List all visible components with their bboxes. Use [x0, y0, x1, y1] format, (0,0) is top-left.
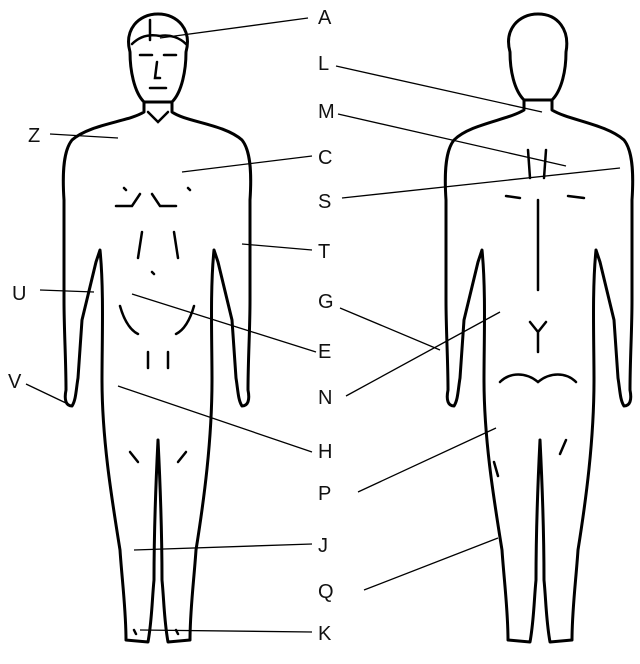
back-buttocks — [498, 320, 578, 384]
label-N: N — [318, 387, 332, 409]
front-head — [127, 12, 189, 104]
leader-K — [139, 629, 313, 633]
leader-Z — [49, 133, 119, 139]
leader-E — [131, 293, 317, 353]
label-Z: Z — [28, 125, 40, 147]
leader-H — [117, 385, 313, 453]
front-body-outline — [61, 100, 253, 644]
front-clavicle — [146, 110, 170, 124]
label-V: V — [8, 371, 22, 393]
label-Q: Q — [318, 581, 334, 603]
back-body-outline — [443, 98, 635, 644]
leader-U — [39, 289, 95, 293]
front-chest — [114, 186, 192, 208]
labels: A L M Z C S T U G E V N H P J Q K — [8, 7, 335, 645]
front-figure — [61, 12, 253, 644]
leader-V — [25, 383, 69, 405]
leader-Q — [363, 537, 499, 591]
label-P: P — [318, 483, 331, 505]
label-L: L — [318, 53, 329, 75]
front-abs — [136, 230, 180, 276]
front-hair — [130, 18, 188, 46]
label-M: M — [318, 101, 335, 123]
front-groin — [118, 304, 196, 370]
front-knees — [128, 450, 188, 464]
label-H: H — [318, 441, 332, 463]
label-A: A — [318, 7, 332, 29]
leader-M — [337, 113, 567, 167]
label-S: S — [318, 191, 331, 213]
label-K: K — [318, 623, 332, 645]
label-E: E — [318, 341, 331, 363]
leader-N — [345, 311, 501, 397]
back-head — [507, 12, 569, 102]
label-C: C — [318, 147, 332, 169]
leader-L — [335, 65, 543, 113]
label-J: J — [318, 535, 328, 557]
leader-A — [159, 17, 309, 39]
leader-T — [241, 243, 313, 251]
leader-P — [357, 427, 497, 493]
back-knees — [492, 438, 568, 478]
back-shoulder-blades — [504, 194, 586, 292]
leader-G — [339, 307, 441, 351]
back-figure — [443, 12, 635, 644]
back-neck — [526, 148, 548, 180]
label-U: U — [12, 283, 26, 305]
leader-lines — [25, 17, 621, 633]
label-G: G — [318, 291, 334, 313]
label-T: T — [318, 241, 330, 263]
front-face — [148, 60, 168, 90]
leader-J — [133, 543, 313, 551]
leader-C — [181, 155, 313, 173]
leader-S — [341, 167, 621, 199]
